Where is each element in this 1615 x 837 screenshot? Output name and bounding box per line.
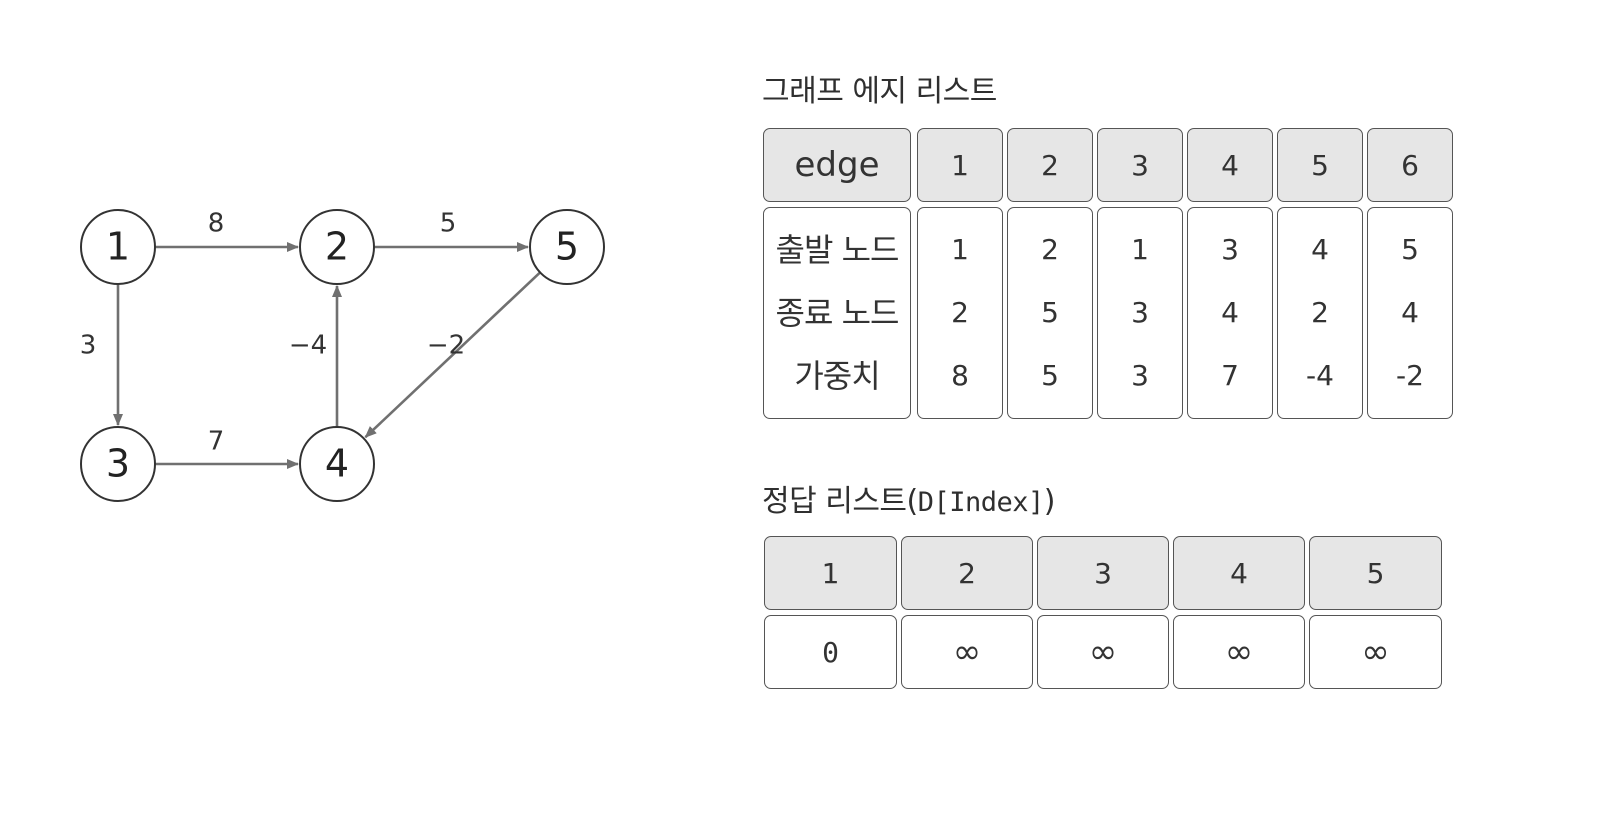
edge-weight-5: -4 — [1306, 359, 1334, 393]
edge-end-3: 3 — [1131, 295, 1149, 329]
edge-start-4: 3 — [1221, 232, 1239, 266]
graph-node-5: 5 — [529, 209, 605, 285]
node-circle-5 — [529, 209, 605, 285]
edge-start-3: 1 — [1131, 232, 1149, 266]
edge-end-5: 2 — [1311, 295, 1329, 329]
edge-col-header-6: 6 — [1367, 128, 1453, 202]
edge-end-2: 5 — [1041, 295, 1059, 329]
answer-value-5: ∞ — [1309, 615, 1442, 689]
answer-index-4: 4 — [1173, 536, 1305, 610]
edge-start-1: 1 — [951, 232, 969, 266]
answer-index-5: 5 — [1309, 536, 1442, 610]
edge-list-title: 그래프 에지 리스트 — [762, 74, 997, 109]
edge-col-6: 5 4 -2 — [1367, 207, 1453, 419]
node-label-3: 3 — [106, 442, 130, 486]
node-label-1: 1 — [106, 225, 130, 269]
edge-row-labels: 출발 노드 종료 노드 가중치 — [763, 207, 911, 419]
answer-index-1: 1 — [764, 536, 897, 610]
edge-start-5: 4 — [1311, 232, 1329, 266]
node-label-4: 4 — [325, 442, 349, 486]
edge-weight-label-2-5: 5 — [440, 209, 457, 239]
edge-weight-label-3-4: 7 — [208, 427, 225, 457]
edge-col-4: 3 4 7 — [1187, 207, 1273, 419]
answer-value-1: 0 — [764, 615, 897, 689]
node-label-5: 5 — [555, 225, 579, 269]
edge-weight-6: -2 — [1396, 359, 1424, 393]
node-circle-4 — [299, 426, 375, 502]
answer-value-2: ∞ — [901, 615, 1033, 689]
edge-end-6: 4 — [1401, 295, 1419, 329]
edge-col-header-3: 3 — [1097, 128, 1183, 202]
edge-col-1: 1 2 8 — [917, 207, 1003, 419]
edge-start-2: 2 — [1041, 232, 1059, 266]
answer-index-3: 3 — [1037, 536, 1169, 610]
node-circle-1 — [80, 209, 156, 285]
edge-weight-label-4-2: −4 — [289, 331, 327, 361]
edge-header-label: edge — [763, 128, 911, 202]
row-label-weight: 가중치 — [794, 357, 880, 396]
answer-list-title: 정답 리스트(D[Index]) — [762, 476, 1056, 520]
edge-weight-4: 7 — [1221, 359, 1239, 393]
edge-start-6: 5 — [1401, 232, 1419, 266]
answer-title-code: D[Index] — [917, 487, 1045, 518]
edge-weight-1: 8 — [951, 359, 969, 393]
edge-col-header-5: 5 — [1277, 128, 1363, 202]
edge-col-header-2: 2 — [1007, 128, 1093, 202]
answer-title-prefix: 정답 리스트( — [762, 484, 918, 519]
answer-index-2: 2 — [901, 536, 1033, 610]
edge-col-2: 2 5 5 — [1007, 207, 1093, 419]
node-circle-2 — [299, 209, 375, 285]
answer-value-3: ∞ — [1037, 615, 1169, 689]
edge-col-header-1: 1 — [917, 128, 1003, 202]
graph-node-3: 3 — [80, 426, 156, 502]
edge-weight-2: 5 — [1041, 359, 1059, 393]
graph-node-1: 1 — [80, 209, 156, 285]
edge-weight-label-1-2: 8 — [208, 209, 225, 239]
edge-col-header-4: 4 — [1187, 128, 1273, 202]
edge-weight-label-1-3: 3 — [80, 331, 97, 361]
answer-value-4: ∞ — [1173, 615, 1305, 689]
edge-arrow-5-4 — [364, 271, 541, 439]
edge-col-5: 4 2 -4 — [1277, 207, 1363, 419]
graph-node-2: 2 — [299, 209, 375, 285]
answer-title-suffix: ) — [1043, 484, 1056, 519]
edge-weight-3: 3 — [1131, 359, 1149, 393]
graph-diagram: 8 5 3 7 −4 −2 1 2 5 3 4 — [80, 209, 605, 502]
node-circle-3 — [80, 426, 156, 502]
row-label-end: 종료 노드 — [775, 293, 900, 332]
edge-col-3: 1 3 3 — [1097, 207, 1183, 419]
row-label-start: 출발 노드 — [775, 230, 900, 269]
edge-end-4: 4 — [1221, 295, 1239, 329]
edge-end-1: 2 — [951, 295, 969, 329]
edge-weight-label-5-4: −2 — [427, 331, 465, 361]
node-label-2: 2 — [325, 225, 349, 269]
graph-node-4: 4 — [299, 426, 375, 502]
